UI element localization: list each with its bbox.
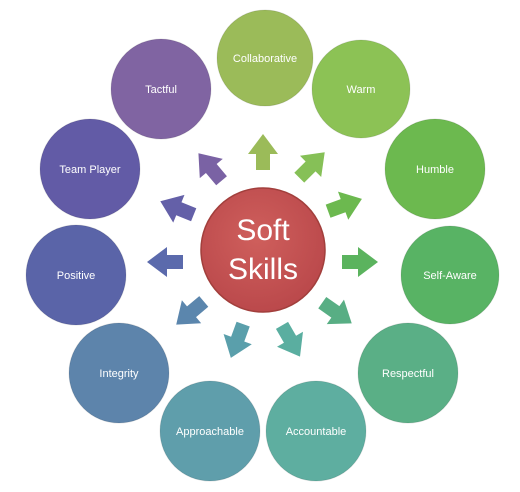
skill-circle: [400, 225, 500, 325]
arrow-icon: [294, 152, 325, 183]
skill-circle: [265, 380, 367, 482]
skill-label: Self-Aware: [423, 270, 477, 282]
skill-label: Team Player: [59, 164, 120, 176]
skill-circle: [39, 118, 141, 220]
center-node: Soft Skills: [200, 187, 326, 313]
arrow-icon: [248, 134, 278, 170]
center-circle: [200, 187, 326, 313]
skill-node: Collaborative: [216, 9, 314, 107]
skill-circle: [25, 224, 127, 326]
skill-node: Approachable: [159, 380, 261, 482]
skill-node: Team Player: [39, 118, 141, 220]
skill-circle: [311, 39, 411, 139]
skill-circle: [357, 322, 459, 424]
arrow-icon: [147, 247, 183, 277]
skill-node: Humble: [384, 118, 486, 220]
skill-node: Self-Aware: [400, 225, 500, 325]
skill-circle: [110, 38, 212, 140]
arrow-icon: [223, 321, 252, 358]
arrow-icon: [325, 191, 362, 220]
arrow-icon: [275, 321, 303, 357]
skill-label: Tactful: [145, 84, 177, 96]
skill-node: Positive: [25, 224, 127, 326]
skill-node: Integrity: [68, 322, 170, 424]
arrow-icon: [198, 153, 227, 186]
arrow-icon: [176, 296, 209, 325]
skill-circle: [216, 9, 314, 107]
skill-label: Collaborative: [233, 53, 297, 65]
skill-label: Integrity: [99, 368, 139, 380]
skill-node: Respectful: [357, 322, 459, 424]
center-title-line2: Skills: [228, 253, 298, 286]
arrow-ring: [147, 134, 378, 358]
skill-node: Warm: [311, 39, 411, 139]
arrow-icon: [342, 247, 378, 277]
skill-label: Approachable: [176, 426, 244, 438]
skill-label: Warm: [347, 84, 376, 96]
skill-ring: CollaborativeWarmHumbleSelf-AwareRespect…: [25, 9, 500, 482]
center-title-line1: Soft: [236, 214, 290, 247]
skill-node: Accountable: [265, 380, 367, 482]
skill-circle: [68, 322, 170, 424]
skill-circle: [384, 118, 486, 220]
skill-node: Tactful: [110, 38, 212, 140]
skill-label: Positive: [57, 270, 96, 282]
arrow-icon: [318, 296, 352, 325]
skill-circle: [159, 380, 261, 482]
skill-label: Respectful: [382, 368, 434, 380]
skill-label: Humble: [416, 164, 454, 176]
skill-label: Accountable: [286, 426, 347, 438]
arrow-icon: [160, 194, 197, 223]
